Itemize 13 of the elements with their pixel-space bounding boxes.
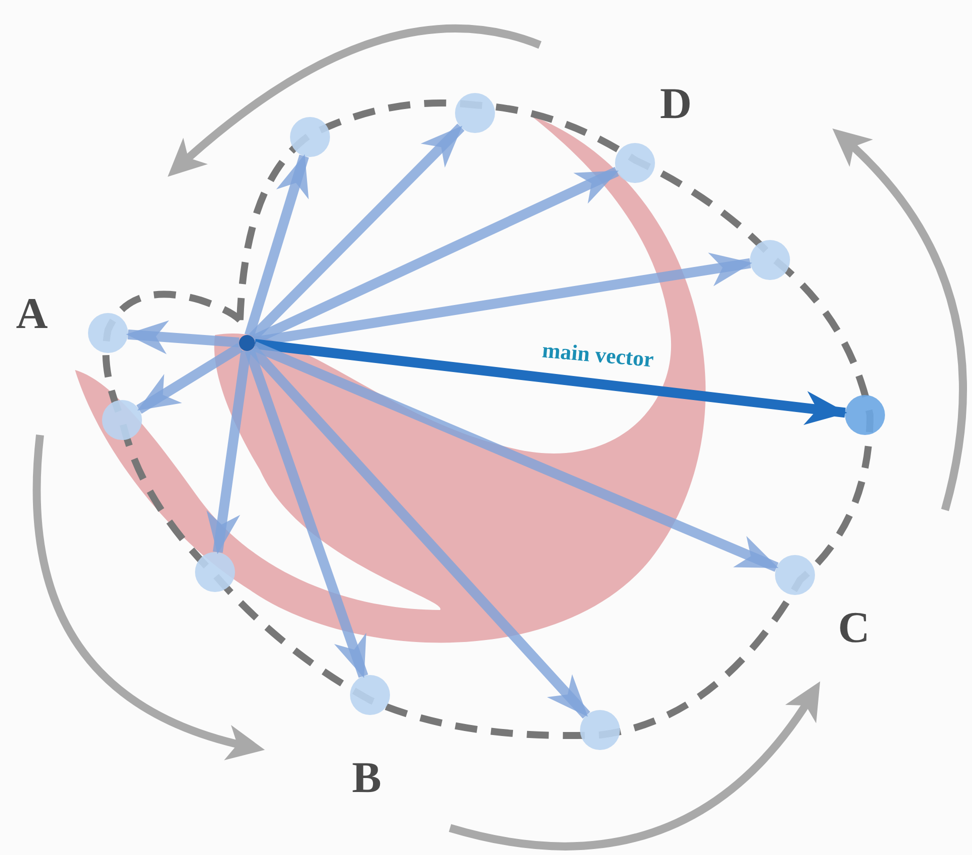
arrow (206, 350, 251, 554)
arrow (252, 342, 779, 572)
letter-label: C (838, 606, 870, 650)
arrow (254, 338, 848, 425)
letter-label: D (660, 82, 692, 126)
arrow (244, 154, 309, 337)
arrow (126, 320, 240, 354)
arrow (249, 124, 464, 341)
letter-label: B (352, 756, 382, 800)
letter-label: A (16, 292, 48, 336)
edge-label: main vector (540, 336, 655, 374)
arrow (248, 346, 590, 719)
arrow (136, 342, 243, 414)
